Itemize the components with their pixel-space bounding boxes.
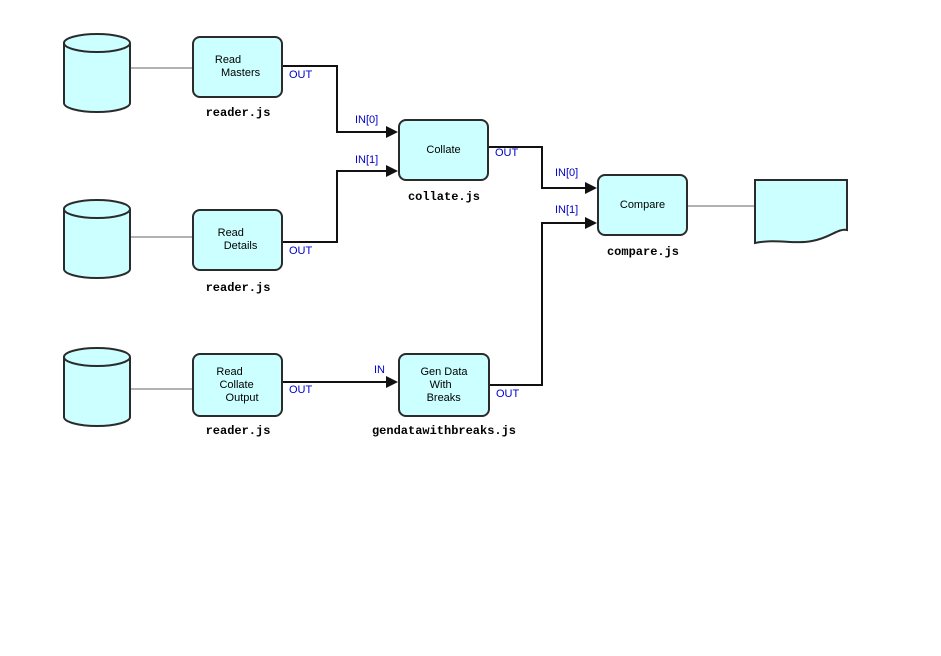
port-label-readdetails-out: OUT	[289, 245, 313, 257]
script-label-read-collate-output: reader.js	[205, 424, 271, 438]
port-label-compare-in0: IN[0]	[555, 167, 579, 179]
node-gen-data-with-breaks[interactable]: Gen Data With Breaks	[398, 353, 490, 417]
node-compare[interactable]: Compare	[597, 174, 688, 236]
port-label-collate-in0: IN[0]	[355, 114, 379, 126]
port-label-collate-out: OUT	[495, 147, 519, 159]
script-label-read-masters: reader.js	[205, 106, 271, 120]
port-label-readcollateoutput-out: OUT	[289, 384, 313, 396]
node-gen-data-with-breaks-label: Gen Data With Breaks	[420, 365, 468, 404]
port-label-gendata-in: IN	[374, 364, 385, 376]
node-read-details-label: Read Details	[217, 227, 258, 252]
port-label-gendata-out: OUT	[496, 388, 520, 400]
node-read-details[interactable]: Read Details	[192, 209, 283, 271]
port-label-compare-in1: IN[1]	[555, 204, 579, 216]
node-collate-label: Collate	[426, 143, 461, 156]
node-collate[interactable]: Collate	[398, 119, 489, 181]
node-compare-label: Compare	[619, 198, 666, 211]
port-label-collate-in1: IN[1]	[355, 154, 379, 166]
node-read-masters[interactable]: Read Masters	[192, 36, 283, 98]
node-read-masters-label: Read Masters	[214, 54, 261, 79]
script-label-collate: collate.js	[407, 190, 480, 204]
script-label-gen-data-with-breaks: gendatawithbreaks.js	[371, 424, 517, 438]
script-label-compare: compare.js	[606, 245, 679, 259]
script-label-read-details: reader.js	[205, 281, 271, 295]
node-read-collate-output[interactable]: Read Collate Output	[192, 353, 283, 417]
port-label-readmasters-out: OUT	[289, 69, 313, 81]
node-read-collate-output-label: Read Collate Output	[216, 365, 259, 404]
